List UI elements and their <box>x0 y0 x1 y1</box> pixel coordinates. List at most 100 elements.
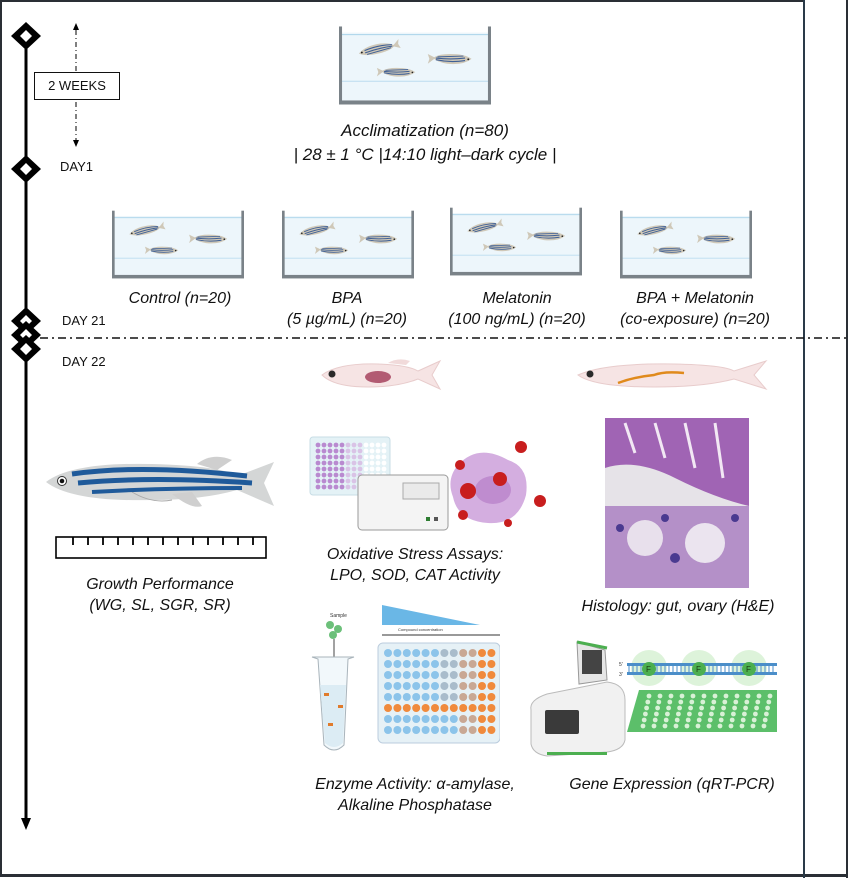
well <box>701 693 707 699</box>
well <box>381 442 387 448</box>
well <box>668 693 674 699</box>
tank-melatonin <box>450 202 582 282</box>
well <box>478 693 486 701</box>
well <box>740 717 746 723</box>
well <box>478 660 486 668</box>
well <box>393 693 402 701</box>
oxidative-label: Oxidative Stress Assays: LPO, SOD, CAT A… <box>300 544 530 586</box>
well <box>468 726 477 734</box>
milestone-label-day1: DAY1 <box>60 159 93 174</box>
well <box>459 726 468 734</box>
oxidative-stress-illustration <box>309 436 546 531</box>
qpcr-illustration: F F F 5' 3' <box>530 640 777 757</box>
ruler-icon <box>55 536 267 559</box>
well <box>459 704 468 712</box>
well <box>321 484 327 490</box>
well <box>733 699 739 705</box>
well <box>665 711 670 717</box>
well <box>327 472 333 478</box>
well <box>652 717 658 723</box>
well <box>321 460 327 466</box>
well <box>431 726 439 734</box>
well <box>478 715 486 723</box>
acclimatization-conditions: | 28 ± 1 °C |14:10 light–dark cycle | <box>293 145 557 164</box>
well <box>449 671 458 679</box>
well <box>487 682 496 690</box>
well <box>478 726 486 734</box>
well <box>369 442 375 448</box>
acclimatization-tank <box>339 18 491 114</box>
well <box>707 717 713 723</box>
arrow-down-icon <box>73 140 79 147</box>
well <box>431 693 439 701</box>
well <box>345 442 351 448</box>
group-name: Control (n=20) <box>128 290 232 307</box>
well <box>351 448 357 454</box>
well <box>431 682 439 690</box>
well <box>369 448 375 454</box>
well <box>321 448 327 454</box>
well <box>384 693 392 701</box>
well <box>333 472 339 478</box>
well <box>333 460 339 466</box>
well <box>750 723 756 729</box>
well <box>339 484 345 490</box>
well <box>375 454 381 460</box>
well <box>710 705 715 711</box>
well <box>375 466 381 472</box>
well <box>449 726 458 734</box>
well <box>369 466 375 472</box>
well <box>449 649 458 657</box>
well <box>363 442 369 448</box>
well <box>459 715 468 723</box>
analysis-title: Enzyme Activity: α-amylase, <box>315 776 515 793</box>
well <box>431 649 439 657</box>
well <box>412 682 421 690</box>
well <box>363 454 369 460</box>
well <box>487 726 496 734</box>
well <box>363 460 369 466</box>
well <box>421 660 430 668</box>
well <box>333 454 339 460</box>
well <box>315 466 321 472</box>
well <box>345 454 351 460</box>
well <box>440 682 449 690</box>
well <box>315 442 321 448</box>
well <box>345 448 351 454</box>
well <box>695 723 701 729</box>
well <box>421 671 430 679</box>
well <box>440 649 449 657</box>
gradient-label: Compound concentration <box>398 627 443 632</box>
well <box>412 715 421 723</box>
well <box>402 649 411 657</box>
well <box>651 723 657 729</box>
well <box>381 454 387 460</box>
group-name: BPA + Melatonin <box>636 290 754 307</box>
well <box>402 682 411 690</box>
well <box>421 682 430 690</box>
well <box>487 649 496 657</box>
well <box>766 699 772 705</box>
well <box>468 682 477 690</box>
well <box>369 460 375 466</box>
well <box>720 711 725 717</box>
well <box>646 693 652 699</box>
well <box>767 693 773 699</box>
histology-label: Histology: gut, ovary (H&E) <box>581 598 775 615</box>
well <box>762 717 768 723</box>
well <box>412 726 421 734</box>
growth-label: Growth Performance (WG, SL, SGR, SR) <box>60 574 260 616</box>
well <box>655 705 660 711</box>
well <box>402 660 411 668</box>
well <box>718 717 724 723</box>
well <box>711 699 717 705</box>
tank-control <box>112 205 244 285</box>
well <box>431 671 439 679</box>
well <box>321 442 327 448</box>
well <box>754 705 759 711</box>
milestone-label-day22: DAY 22 <box>62 354 106 369</box>
well <box>393 660 402 668</box>
well <box>351 466 357 472</box>
well <box>384 726 392 734</box>
well <box>440 726 449 734</box>
